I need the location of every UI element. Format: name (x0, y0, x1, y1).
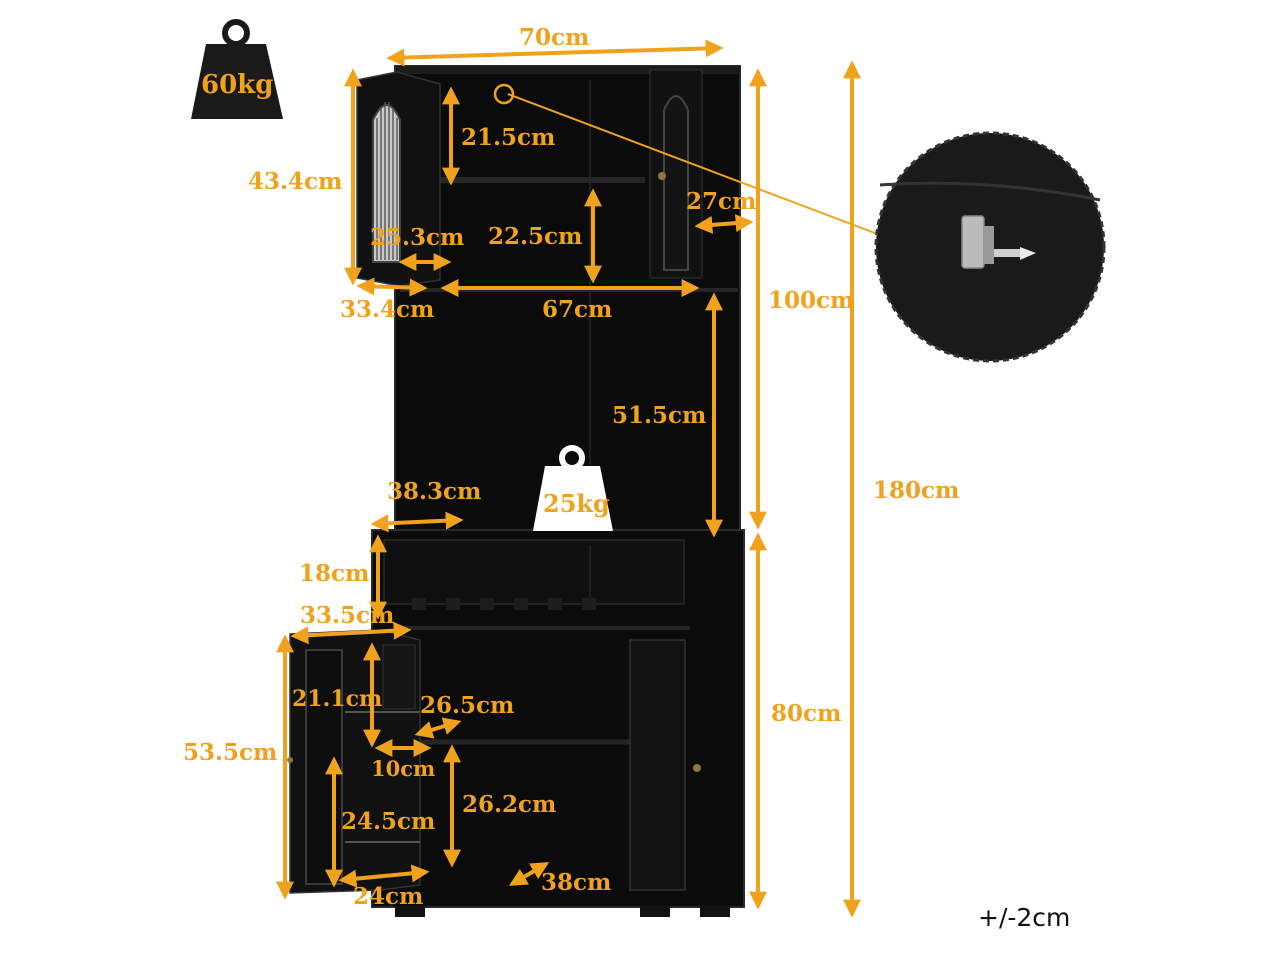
dim-lower-shelf-depth: 26.5cm (420, 692, 515, 719)
lower-cabinet (371, 529, 745, 917)
dim-upper-door-inner: 25.3cm (370, 224, 465, 251)
dim-open-shelf-height: 51.5cm (612, 402, 707, 429)
dim-door-rack-width: 24cm (353, 883, 424, 910)
dim-lower-total-height: 80cm (771, 700, 842, 727)
dim-width-top: 70cm (519, 24, 590, 51)
arrow-lower-door-width (290, 621, 412, 645)
upper-left-door (356, 71, 441, 287)
arrow-door-rack-width (338, 864, 430, 888)
dim-overall-height: 180cm (873, 477, 960, 504)
dim-door-rack-depth: 10cm (371, 756, 436, 781)
weight-icon-25kg (533, 445, 613, 531)
arrow-width-top (386, 39, 724, 67)
tolerance-note: +/-2cm (978, 903, 1071, 932)
dim-lower-door-width: 33.5cm (300, 602, 395, 629)
dim-open-shelf-depth: 38.3cm (387, 478, 482, 505)
arrow-lower-shelf-depth (414, 717, 462, 739)
arrow-upper-depth (694, 214, 754, 234)
dim-upper-door-height: 43.4cm (248, 168, 343, 195)
dim-lower-depth: 38cm (541, 869, 612, 896)
dim-upper-lower-compartment: 22.5cm (488, 223, 583, 250)
weight-label-total: 60kg (201, 70, 274, 100)
arrow-lower-depth (508, 862, 550, 886)
weight-label-shelf: 25kg (543, 489, 610, 518)
dim-lower-door-height: 53.5cm (183, 739, 278, 766)
dim-upper-depth: 27cm (686, 188, 757, 215)
weight-icon-60kg (191, 19, 283, 119)
dim-upper-inner-width: 67cm (542, 296, 613, 323)
arrow-upper-door-width (356, 277, 428, 297)
hinge-detail-callout (507, 93, 1106, 363)
dim-upper-door-width: 33.4cm (340, 296, 435, 323)
dim-drawer-height: 18cm (299, 560, 370, 587)
dim-upper-top-compartment: 21.5cm (461, 124, 556, 151)
arrow-open-shelf-depth (370, 511, 464, 533)
dimension-arrows (276, 39, 861, 918)
dim-door-rack-height: 24.5cm (341, 808, 436, 835)
dim-lower-top-compartment: 21.1cm (292, 686, 383, 712)
dim-upper-total-height: 100cm (768, 287, 855, 314)
dim-lower-bottom-compartment: 26.2cm (462, 791, 557, 818)
